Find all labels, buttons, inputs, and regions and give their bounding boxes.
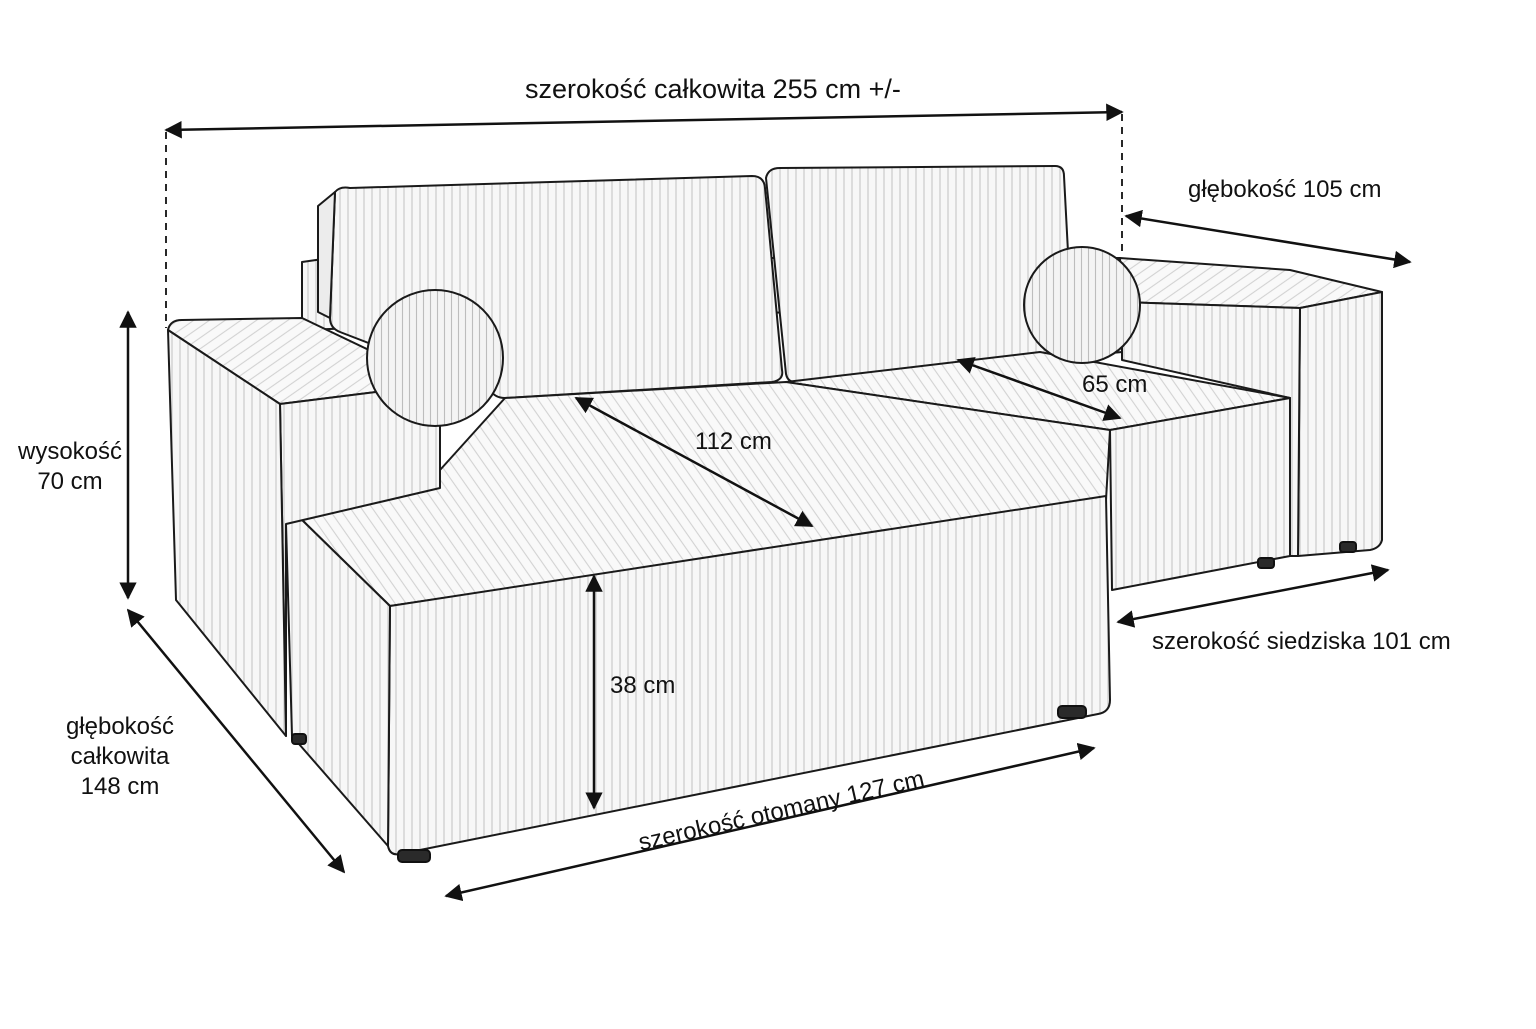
arrow-depth [1124,209,1412,269]
label-height-line2: 70 cm [37,468,103,495]
bolster-left [366,289,504,427]
dimension-lines [119,103,1412,902]
label-depth: głębokość 105 cm [1188,176,1382,203]
arrow-seat-depth [956,357,1122,421]
label-total-width: szerokość całkowita 255 cm +/- [525,74,901,104]
arrow-total-depth [126,608,346,874]
label-height-line1: wysokość [17,438,123,465]
label-total-depth-line1: głębokość [65,713,175,740]
arrow-chaise-width [444,742,1096,902]
arrow-total-width [164,103,1124,139]
sofa-illustration [167,165,1383,863]
label-chaise-depth: 112 cm [695,428,772,455]
label-seat-width: szerokość siedziska 101 cm [1152,628,1451,655]
label-total-depth-line2: całkowita [70,743,170,770]
label-seat-depth: 65 cm [1082,371,1148,398]
label-total-depth-line3: 148 cm [80,773,160,800]
label-seat-height: 38 cm [610,672,676,699]
back-cushion-side [317,191,336,319]
armrest-right-front [1297,291,1383,557]
label-total-depth: głębokość całkowita 148 cm [52,712,188,802]
bolster-right [1023,246,1141,364]
seat-front-right [1109,397,1291,591]
arrow-seat-width [1116,564,1390,628]
label-height: wysokość 70 cm [16,437,124,497]
arrow-chaise-depth [574,396,814,528]
